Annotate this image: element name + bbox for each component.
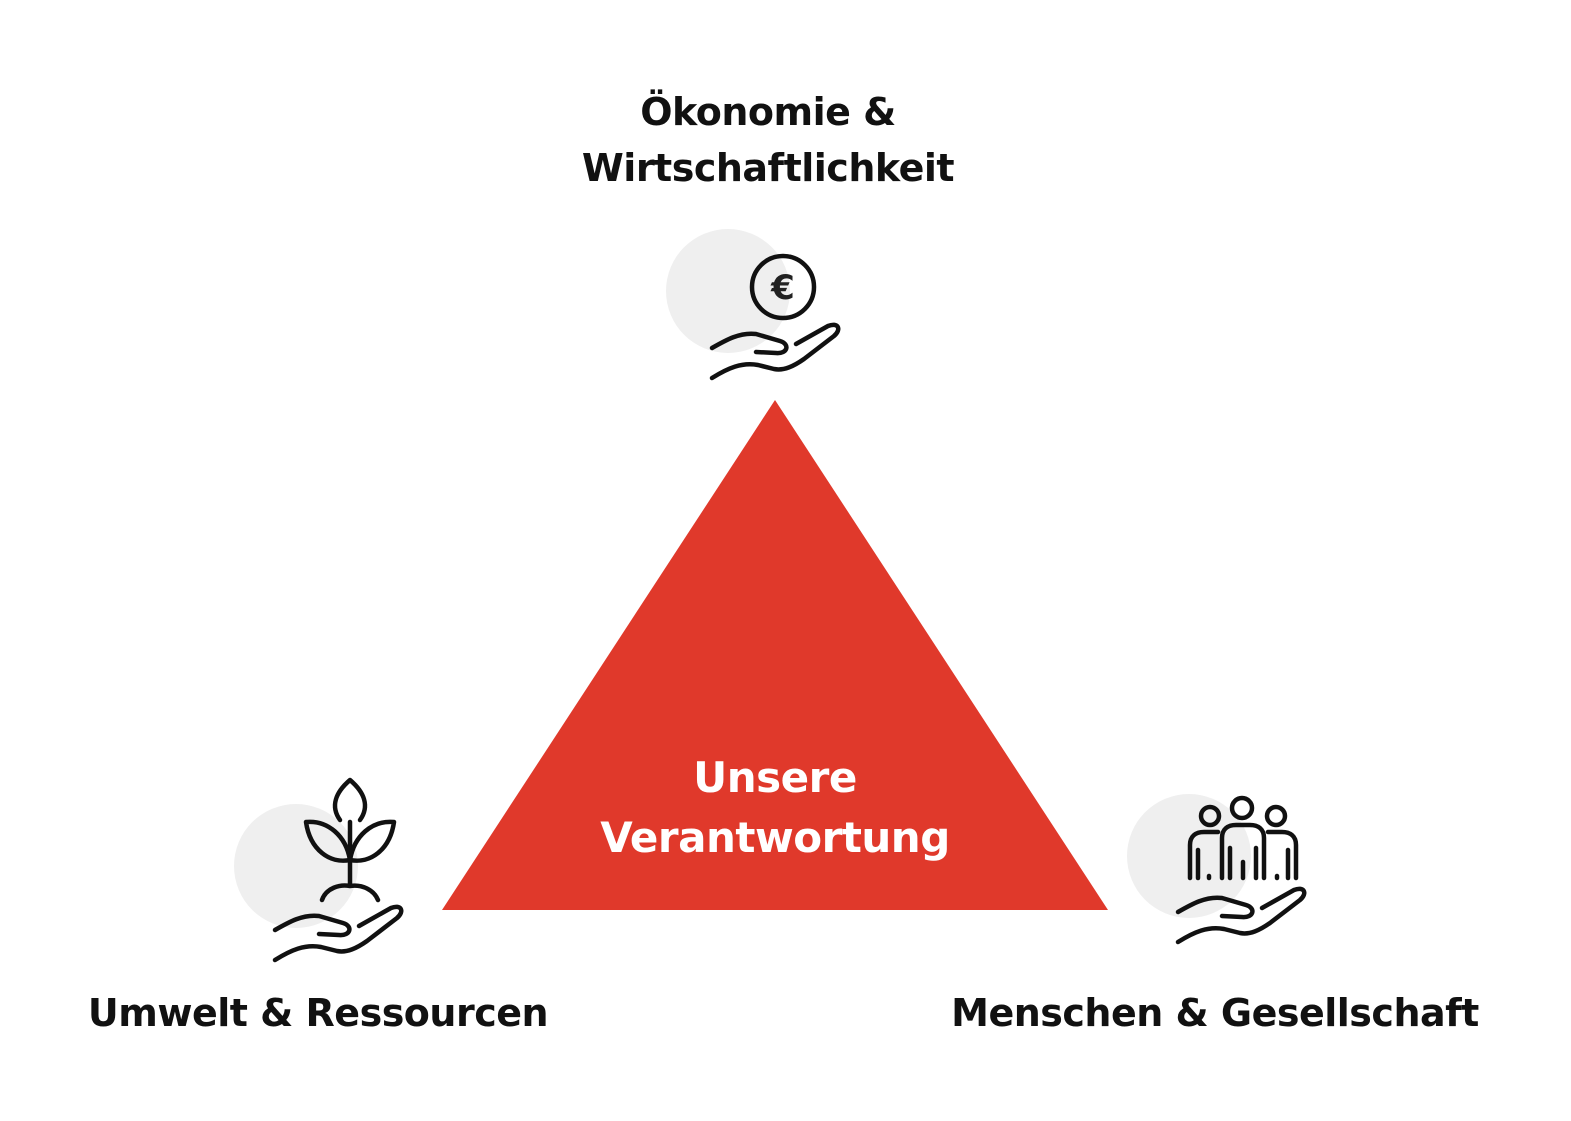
plant-in-hand-icon [275,777,401,960]
euro-coin-in-hand-icon: € [712,253,838,378]
economy-label-line1: Ökonomie & [640,90,896,134]
background-circle [666,229,790,353]
center-title-line1: Unsere [693,753,857,802]
responsibility-triangle [442,400,1108,910]
center-title: Unsere Verantwortung [525,748,1025,868]
economy-label-line2: Wirtschaftlichkeit [581,146,955,190]
environment-label: Umwelt & Ressourcen [87,991,549,1035]
economy-label: Ökonomie & Wirtschaftlichkeit [518,84,1018,196]
svg-text:€: € [770,268,795,308]
background-circle [234,804,358,928]
people-in-hand-icon [1178,795,1304,942]
center-title-line2: Verantwortung [600,813,950,862]
society-label: Menschen & Gesellschaft [951,991,1479,1035]
